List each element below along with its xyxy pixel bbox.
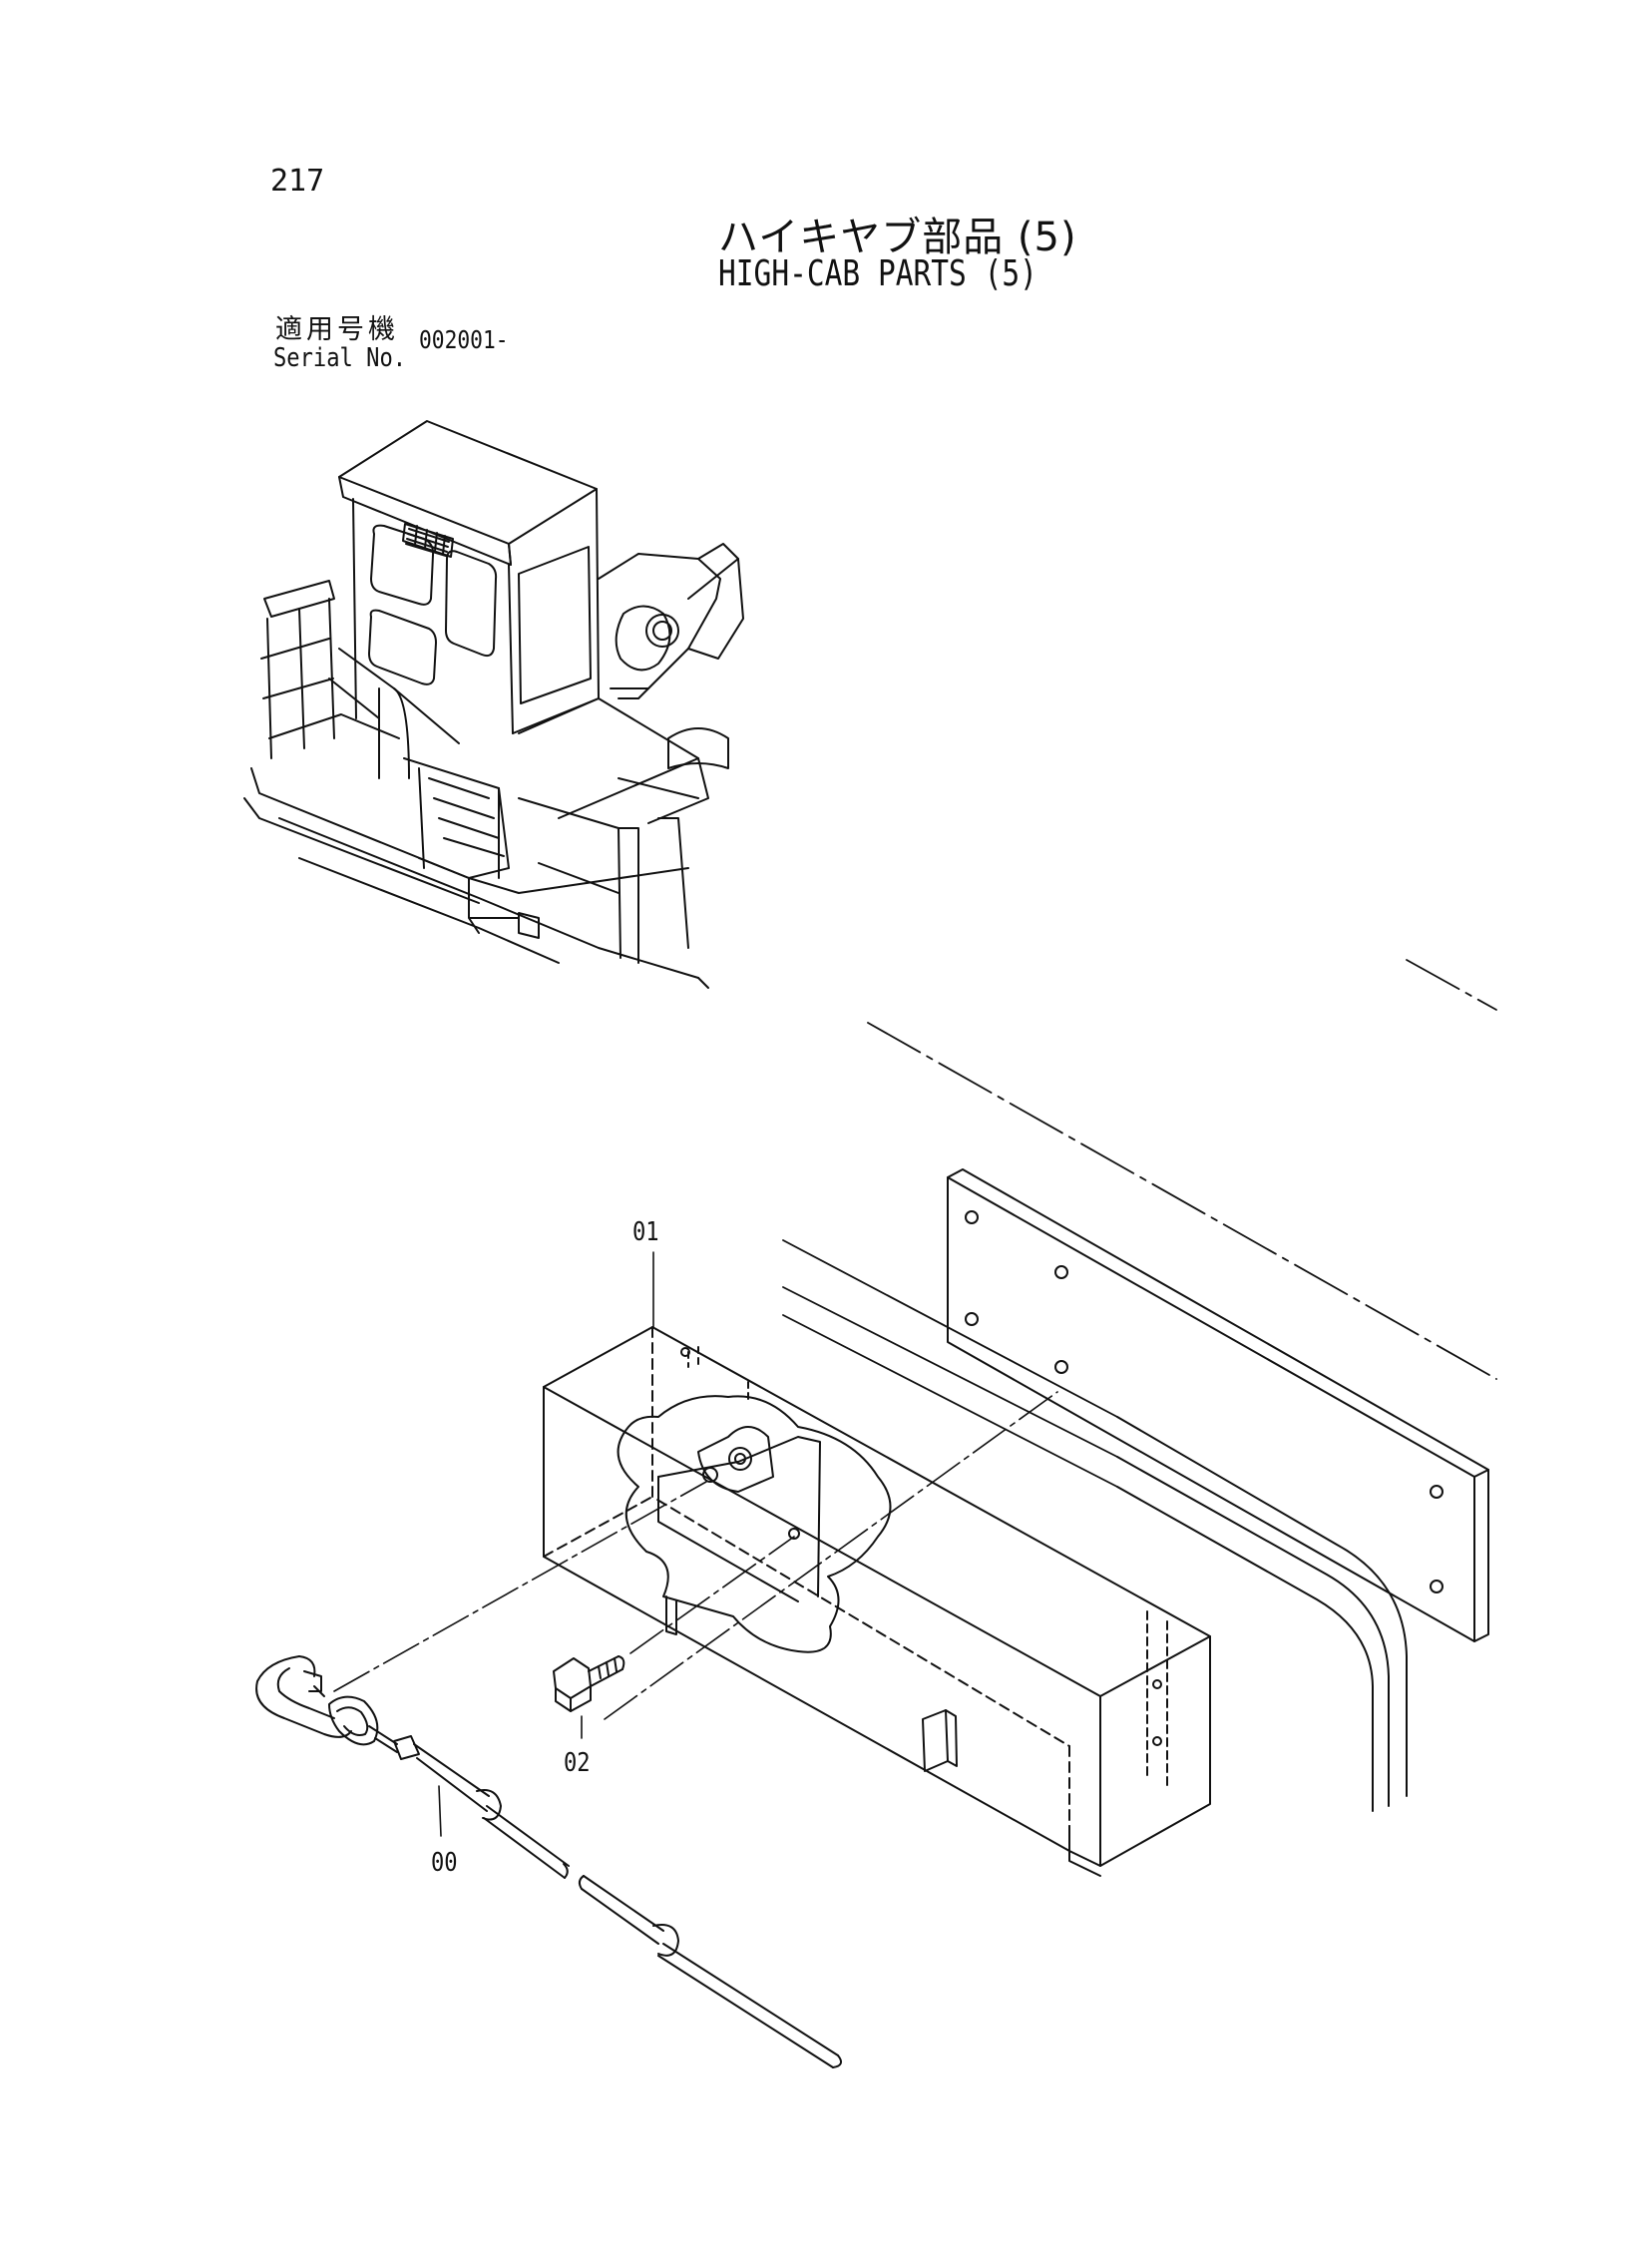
callout-part-00: 00 bbox=[431, 1848, 458, 1878]
frame-edge-lines bbox=[783, 960, 1496, 1487]
callout-part-02: 02 bbox=[564, 1748, 591, 1778]
rail-curve bbox=[1117, 1417, 1407, 1811]
part-00-wire-rope bbox=[256, 1656, 841, 2067]
page-number: 217 bbox=[270, 164, 325, 199]
title-english: HIGH-CAB PARTS (5) bbox=[718, 253, 1037, 294]
title-japanese: ハイキヤブ部品 (5) bbox=[718, 215, 1077, 260]
alignment-lines bbox=[334, 1392, 1057, 1719]
callout-part-01: 01 bbox=[632, 1217, 659, 1247]
serial-label-english: Serial No. bbox=[273, 343, 407, 373]
part-02-bolt bbox=[554, 1656, 623, 1738]
machine-overview-illustration bbox=[244, 421, 743, 988]
serial-number-value: 002001- bbox=[419, 325, 509, 354]
mounting-plate bbox=[948, 1169, 1488, 1641]
part-01-box bbox=[544, 1327, 1210, 1876]
serial-label-japanese: 適用号機 bbox=[275, 314, 399, 345]
